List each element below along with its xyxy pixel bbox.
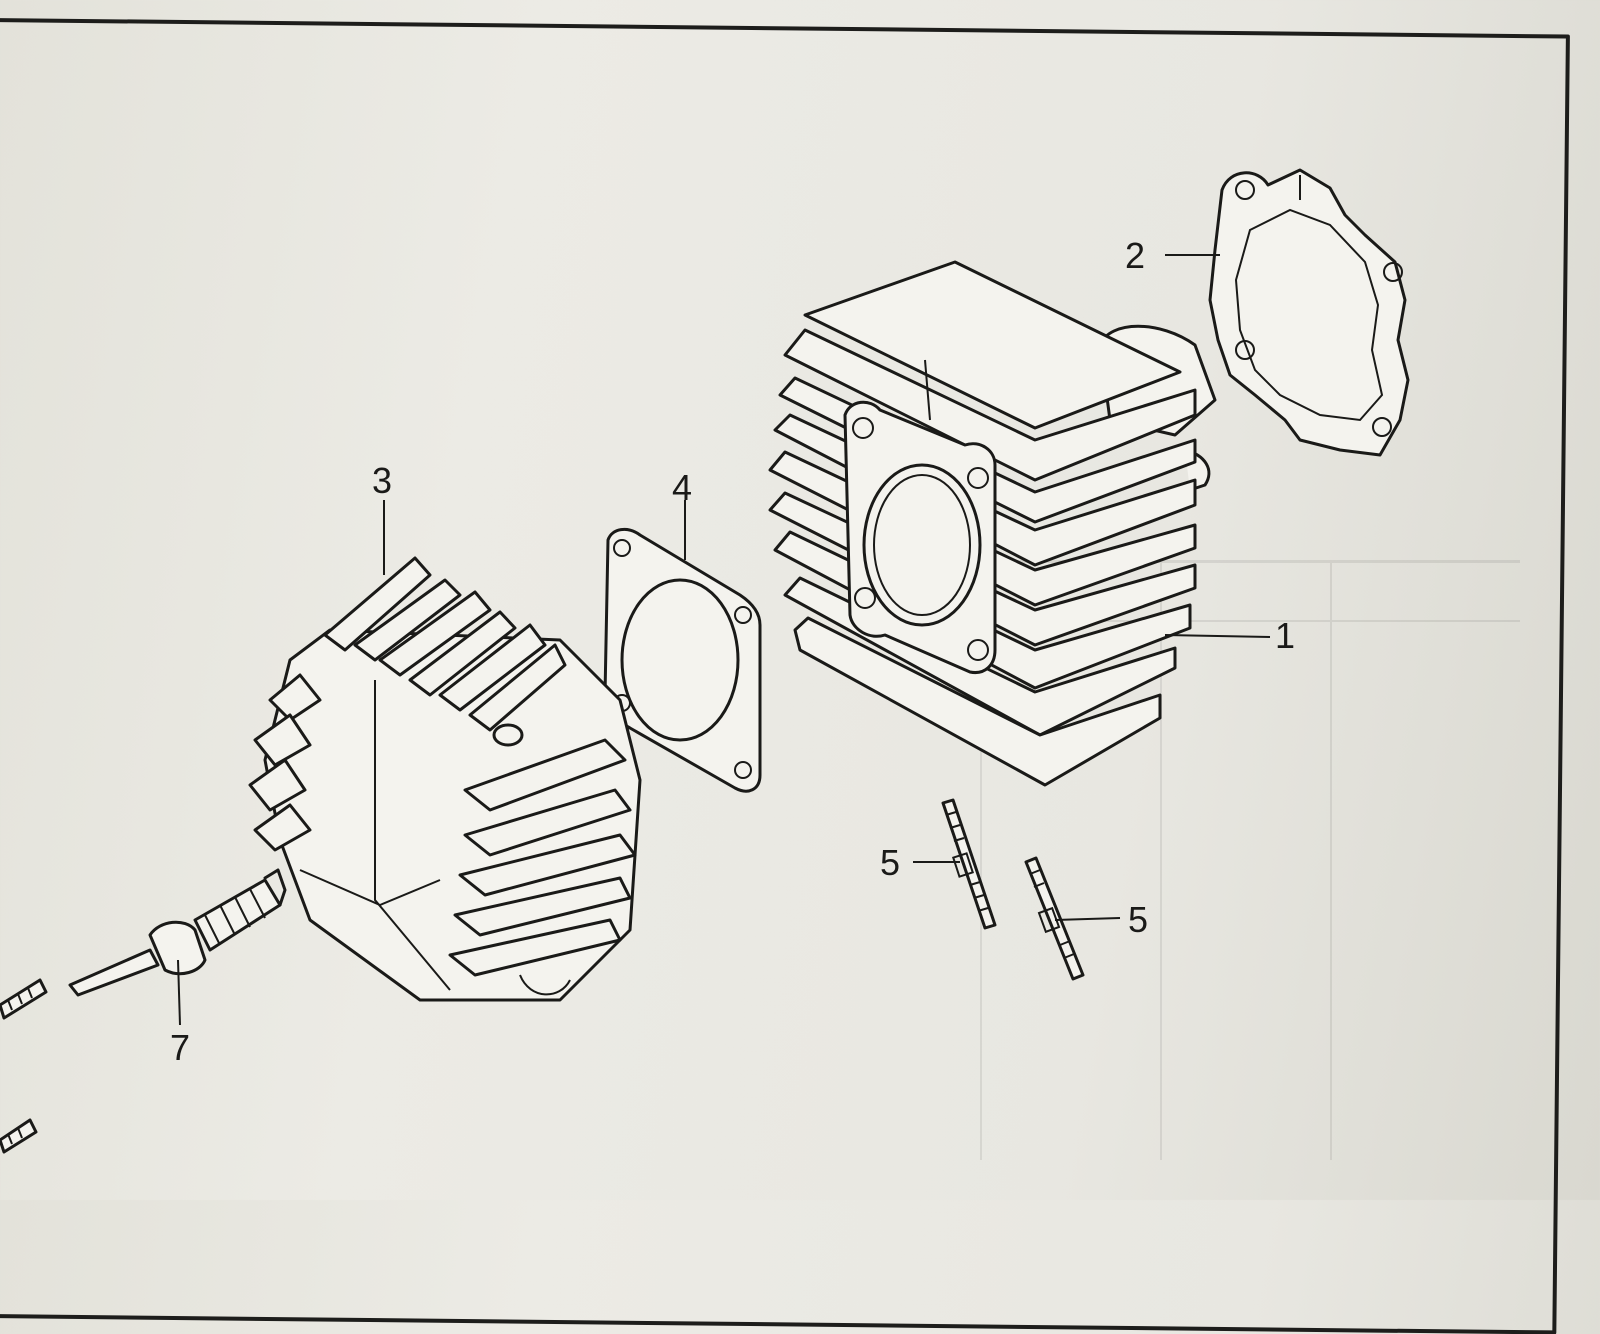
callout-5-right: 5 [1128, 899, 1149, 940]
stud-right [1024, 856, 1085, 981]
loose-stud-lower [0, 1118, 38, 1154]
spark-plug [68, 868, 287, 997]
stud-left [941, 798, 997, 930]
callout-5-left: 5 [880, 842, 901, 883]
callout-2: 2 [1125, 235, 1146, 276]
cylinder [768, 260, 1217, 787]
base-gasket [1208, 168, 1410, 457]
loose-stud-upper [0, 978, 48, 1020]
callout-4: 4 [672, 467, 693, 508]
leader-line-7 [177, 959, 181, 1026]
leader-line-5b [1054, 917, 1121, 921]
exploded-view-diagram [0, 168, 1410, 1154]
callout-1: 1 [1275, 615, 1296, 656]
leader-line-1 [1164, 634, 1271, 638]
callout-7: 7 [170, 1027, 191, 1068]
callout-3: 3 [372, 460, 393, 501]
cylinder-head [248, 556, 642, 1002]
